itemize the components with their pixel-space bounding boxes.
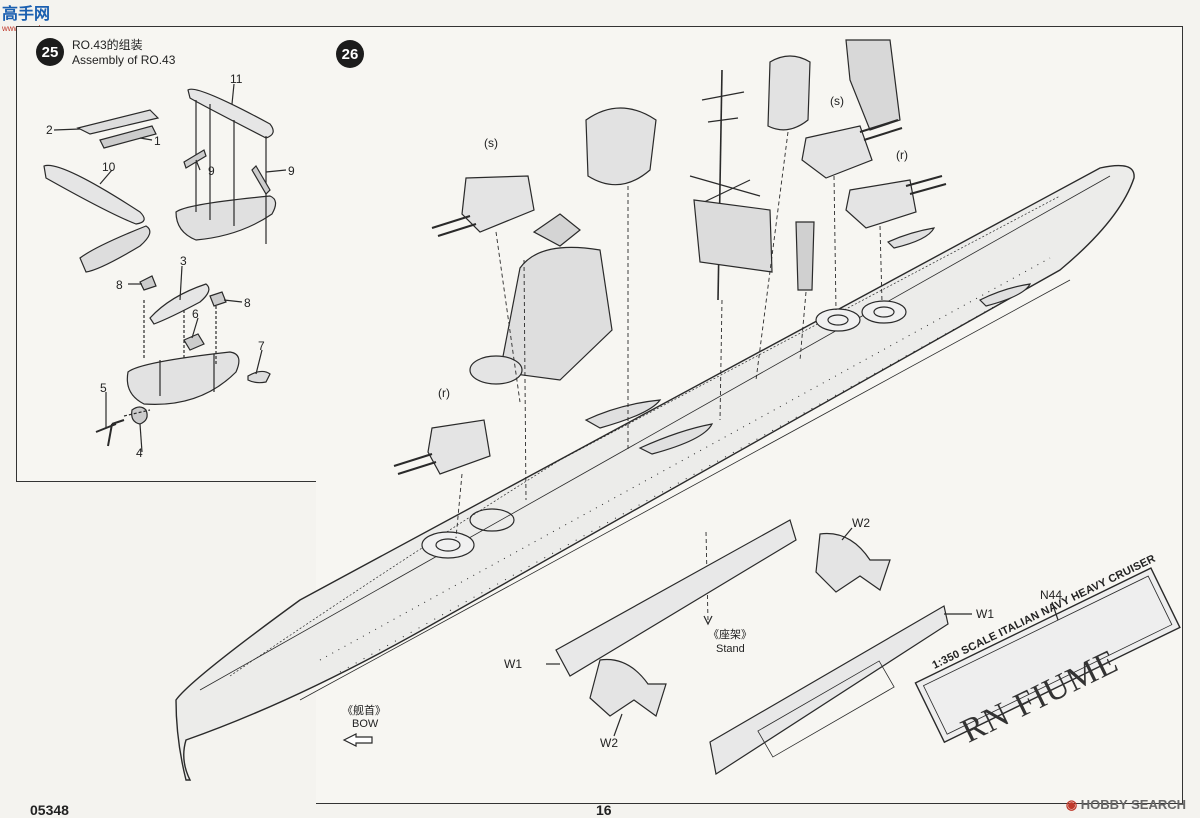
step-26-badge: 26 — [336, 40, 364, 68]
nameplate-n44 — [914, 567, 1181, 744]
engine-4 — [131, 406, 148, 425]
bow-label-cn: 《舰首》 — [342, 705, 386, 717]
float-10 — [43, 164, 145, 225]
forward-superstructure — [499, 246, 613, 381]
propeller-5 — [95, 419, 125, 447]
forward-funnel — [585, 107, 657, 186]
hobby-search-watermark: ◉ HOBBY SEARCH — [1065, 797, 1186, 812]
boat-2 — [638, 423, 714, 455]
part-label: 8 — [116, 278, 123, 292]
wing-3 — [149, 283, 210, 325]
fuselage-half-2 — [76, 109, 160, 135]
part-label: 6 — [192, 307, 199, 321]
strut-9-left — [183, 149, 207, 169]
step-25-title-en: Assembly of RO.43 — [72, 53, 176, 67]
barbette-aft-2 — [861, 300, 907, 324]
part-label: 3 — [180, 254, 187, 268]
step-25-panel — [16, 26, 318, 482]
turret-tag: (r) — [438, 386, 450, 400]
part-label: 11 — [230, 72, 243, 86]
part-label: 9 — [288, 164, 295, 178]
step-25-title-cn: RO.43的组装 — [72, 38, 143, 52]
part-label: 10 — [102, 160, 116, 174]
part-label: 1 — [154, 134, 161, 148]
part-label: 4 — [136, 446, 143, 460]
stand-w2-top — [815, 532, 891, 593]
step-25-badge: 25 — [36, 38, 64, 66]
lower-wing-assembly — [175, 195, 277, 241]
deck-line — [199, 175, 1111, 691]
mid-superstructure — [693, 199, 773, 273]
boat-3 — [886, 227, 936, 249]
stand-part-w2-top: W2 — [852, 516, 870, 530]
strut-9-right — [251, 165, 271, 195]
boat-1 — [584, 399, 662, 429]
turret-tag: (s) — [830, 94, 844, 108]
turret-r-forward — [427, 419, 491, 475]
assembled-aircraft — [126, 351, 240, 405]
stand-part-w2-bottom: W2 — [600, 736, 618, 750]
bow-label-en: BOW — [352, 718, 379, 730]
bow-direction-arrow — [342, 733, 373, 747]
part-label: 7 — [258, 339, 265, 353]
part-label: 9 — [208, 164, 215, 178]
boat-4 — [978, 283, 1032, 307]
hull-lower — [299, 279, 1071, 701]
nameplate-part-label: N44 — [1040, 588, 1063, 602]
barbette-fwd — [421, 531, 475, 559]
float-8-left — [139, 275, 157, 291]
turret-tag: (r) — [896, 148, 908, 162]
crane-tower — [845, 39, 901, 131]
stand-w1-rear — [555, 519, 797, 677]
rudder-7 — [247, 370, 271, 384]
fuselage-half-1 — [99, 125, 157, 149]
stand-part-w1-right: W1 — [976, 607, 994, 621]
part-label: 2 — [46, 123, 53, 137]
aft-funnel — [767, 55, 811, 131]
turret-s-forward — [461, 175, 535, 233]
stand-label-cn: 《座架》 — [708, 629, 752, 641]
stand-label-en: Stand — [716, 643, 745, 655]
turret-tag: (s) — [484, 136, 498, 150]
lattice-tower — [795, 221, 815, 291]
part-label: 5 — [100, 381, 107, 395]
deck-inner — [229, 195, 1061, 677]
catalog-number: 05348 — [30, 802, 69, 818]
stand-w2-bottom — [589, 658, 667, 717]
turret-r-aft — [845, 179, 917, 229]
page-number: 16 — [596, 802, 612, 818]
float-8-right — [209, 291, 227, 307]
part-6 — [183, 333, 205, 351]
part-label: 8 — [244, 296, 251, 310]
turret-s-aft — [801, 125, 873, 179]
stand-part-w1-left: W1 — [504, 657, 522, 671]
barbette-aft-1 — [815, 308, 861, 332]
upper-wing-11 — [187, 88, 274, 139]
float-part — [79, 225, 151, 273]
